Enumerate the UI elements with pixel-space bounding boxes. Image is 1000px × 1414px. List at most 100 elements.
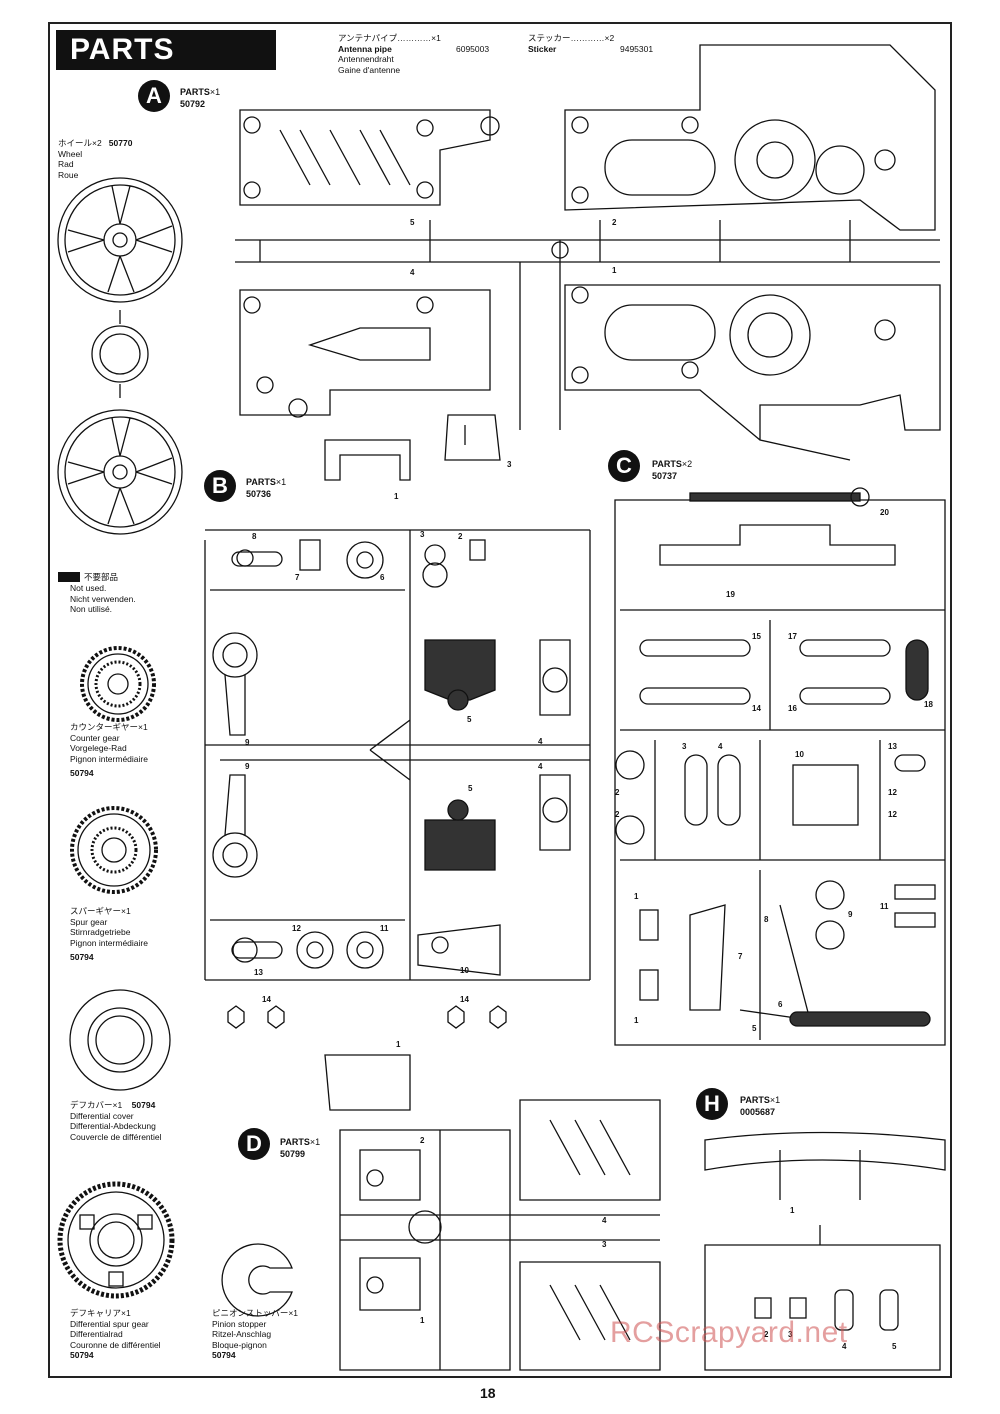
pinion-stopper-code: 50794 [212, 1350, 236, 1360]
sticker-code: 9495301 [620, 43, 654, 54]
tree-a-header: PARTS×1 50792 [180, 86, 220, 110]
tree-d-label: PARTS [280, 1137, 310, 1147]
diff-cover-code: 50794 [131, 1100, 156, 1110]
counter-gear-de: Vorgelege-Rad [70, 743, 127, 753]
tree-b-num: 4 [538, 762, 543, 771]
tree-c-num: 12 [888, 810, 897, 819]
tree-c-num: 3 [682, 742, 687, 751]
tree-c-code: 50737 [652, 471, 678, 481]
tree-a-code: 50792 [180, 99, 206, 109]
tree-b-num: 5 [467, 715, 472, 724]
tree-b-header: PARTS×1 50736 [246, 476, 286, 500]
tree-a-badge: A [138, 80, 170, 112]
diff-cover-en: Differential cover [70, 1110, 134, 1121]
tree-c-num: 16 [788, 704, 797, 713]
antenna-en: Antenna pipe [338, 43, 392, 54]
wheel-2 [57, 409, 183, 535]
tree-b-top-bracket [324, 439, 411, 1111]
pinion-stopper-fr: Bloque-pignon [212, 1339, 267, 1350]
tree-b-num: 10 [460, 966, 469, 975]
tree-b-parts [212, 539, 571, 1029]
tree-d-code: 50799 [280, 1149, 306, 1159]
tree-b-label: PARTS [246, 477, 276, 487]
tree-b-num: 11 [380, 924, 389, 933]
tree-d-badge: D [238, 1128, 270, 1160]
page-frame [48, 22, 952, 1378]
tree-c-header: PARTS×2 50737 [652, 458, 692, 482]
tree-b-num: 2 [458, 532, 463, 541]
tree-b-num: 8 [252, 532, 257, 541]
tree-c-num: 4 [718, 742, 723, 751]
tree-h-header: PARTS×1 0005687 [740, 1094, 780, 1118]
antenna-label: アンテナパイプ…………×1 Antenna pipe 6095003 Antenn… [338, 33, 489, 75]
tree-h-num: 3 [788, 1330, 793, 1339]
diff-spur-jp: デフキャリア×1 [70, 1308, 131, 1318]
tree-c-parts [615, 487, 936, 1027]
sticker-en: Sticker [528, 43, 557, 54]
tree-c-num: 19 [726, 590, 735, 599]
not-used-en: Not used. [70, 583, 107, 593]
tree-c-num: 17 [788, 632, 797, 641]
counter-gear-en: Counter gear [70, 732, 120, 743]
tree-a-num: 3 [507, 460, 512, 469]
tree-a-chassis-left-bottom [239, 289, 491, 418]
tree-b-num: 9 [245, 762, 250, 771]
diff-cover-fr: Couvercle de différentiel [70, 1131, 162, 1142]
tree-d-num: 2 [420, 1136, 425, 1145]
tree-c-num: 15 [752, 632, 761, 641]
tree-c-num: 10 [795, 750, 804, 759]
tree-b-num: 1 [394, 492, 399, 501]
tree-c-num: 6 [778, 1000, 783, 1009]
not-used-jp: 不要部品 [84, 572, 119, 582]
tree-b-num: 12 [292, 924, 301, 933]
tree-d-runner [339, 1129, 660, 1371]
tree-a-num: 2 [612, 218, 617, 227]
tree-c-label: PARTS [652, 459, 682, 469]
tree-b-badge: B [204, 470, 236, 502]
tree-b-num: 14 [262, 995, 271, 1004]
antenna-jp: アンテナパイプ…………×1 [338, 33, 441, 43]
counter-gear-fr: Pignon intermédiaire [70, 753, 148, 764]
tree-b-num: 6 [380, 573, 385, 582]
tree-a-runner [235, 220, 940, 430]
tree-b-num: 7 [295, 573, 300, 582]
antenna-de: Antennendraht [338, 54, 394, 64]
pinion-stopper-de: Ritzel-Anschlag [212, 1329, 272, 1339]
page-number: 18 [480, 1385, 496, 1401]
tree-a-chassis-right-top [564, 44, 936, 231]
tree-d-header: PARTS×1 50799 [280, 1136, 320, 1160]
tree-b-black-parts [424, 639, 496, 871]
not-used-label: Not used. Nicht verwenden. Non utilisé. [70, 583, 136, 615]
tree-d-qty: ×1 [309, 1137, 321, 1147]
pinion-stopper-en: Pinion stopper [212, 1318, 267, 1329]
counter-gear-jp: カウンターギヤー×1 [70, 722, 148, 732]
diff-spur-label: デフキャリア×1 Differential spur gear Differen… [70, 1308, 161, 1361]
tree-c-num: 1 [634, 1016, 639, 1025]
diff-spur-en: Differential spur gear [70, 1318, 149, 1329]
tree-b-num: 13 [254, 968, 263, 977]
tree-b-num: 5 [468, 784, 473, 793]
wheel-code: 50770 [108, 138, 133, 148]
tree-c-num: 2 [615, 810, 620, 819]
diff-cover-jp: デフカバー×1 [70, 1100, 123, 1110]
tree-h-runner-and-wing [704, 1131, 946, 1371]
tree-a-num: 1 [612, 266, 617, 275]
tree-c-num: 13 [888, 742, 897, 751]
tree-b-code: 50736 [246, 489, 272, 499]
tree-b-runner [204, 529, 591, 981]
wheel-jp: ホイール×2 [58, 138, 102, 148]
tree-b-num: 14 [460, 995, 469, 1004]
tree-c-num: 20 [880, 508, 889, 517]
tree-b-num: 3 [420, 530, 425, 539]
tree-c-qty: ×2 [681, 459, 693, 469]
page-title: PARTS [70, 33, 175, 66]
antenna-code: 6095003 [456, 43, 490, 54]
spur-gear-code: 50794 [70, 952, 94, 962]
wheel-fr: Roue [58, 169, 79, 180]
tree-c-num: 8 [764, 915, 769, 924]
tree-h-num: 5 [892, 1342, 897, 1351]
diff-spur-fr: Couronne de différentiel [70, 1339, 161, 1350]
tree-b-num: 9 [245, 738, 250, 747]
tree-h-num: 2 [764, 1330, 769, 1339]
